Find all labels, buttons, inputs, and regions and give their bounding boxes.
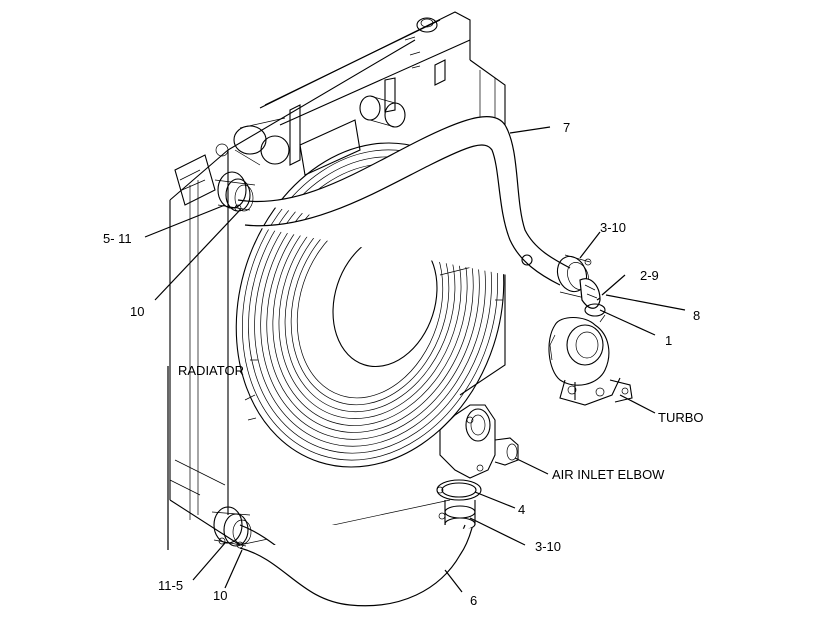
- label-part-7: 7: [563, 120, 570, 135]
- leader-turbo: [619, 394, 656, 414]
- label-part-3-10-top: 3-10: [600, 220, 626, 235]
- label-part-4: 4: [518, 502, 525, 517]
- label-turbo: TURBO: [658, 410, 704, 425]
- air-inlet-elbow-part: [439, 404, 519, 479]
- leader-air-inlet-elbow: [514, 457, 549, 475]
- leader-2-9: [601, 274, 626, 296]
- upper-clamp-elbow: [556, 254, 606, 317]
- label-part-6: 6: [470, 593, 477, 608]
- label-part-3-10-bottom: 3-10: [535, 539, 561, 554]
- leader-4: [474, 491, 516, 509]
- label-part-2-9: 2-9: [640, 268, 659, 283]
- leader-6: [444, 569, 463, 593]
- label-part-5-11: 5- 11: [103, 231, 132, 246]
- label-part-10-bottom: 10: [213, 588, 227, 603]
- lower-clamp-sleeve: [436, 479, 482, 531]
- leader-lines: [144, 126, 686, 593]
- upper-hose: [214, 116, 571, 286]
- leader-1: [599, 309, 656, 336]
- lower-hose: [211, 506, 473, 607]
- turbo-assembly: [548, 314, 633, 406]
- leader-10-bottom: [224, 549, 243, 589]
- label-part-11-5: 11-5: [158, 578, 183, 593]
- label-radiator: RADIATOR: [178, 363, 244, 378]
- leader-8: [605, 294, 686, 311]
- leader-11-5: [192, 542, 226, 581]
- leader-5-11: [144, 204, 226, 238]
- label-part-8: 8: [693, 308, 700, 323]
- leader-3-10-top: [579, 231, 601, 259]
- radiator-frame: [169, 11, 506, 546]
- label-part-10-top: 10: [130, 304, 144, 319]
- label-air-inlet-elbow: AIR INLET ELBOW: [552, 467, 665, 482]
- label-part-1: 1: [665, 333, 672, 348]
- leader-10-top: [154, 209, 241, 301]
- leader-3-10-bottom: [469, 517, 526, 546]
- leader-8-arrowhead: [596, 297, 601, 301]
- leader-7: [509, 126, 551, 134]
